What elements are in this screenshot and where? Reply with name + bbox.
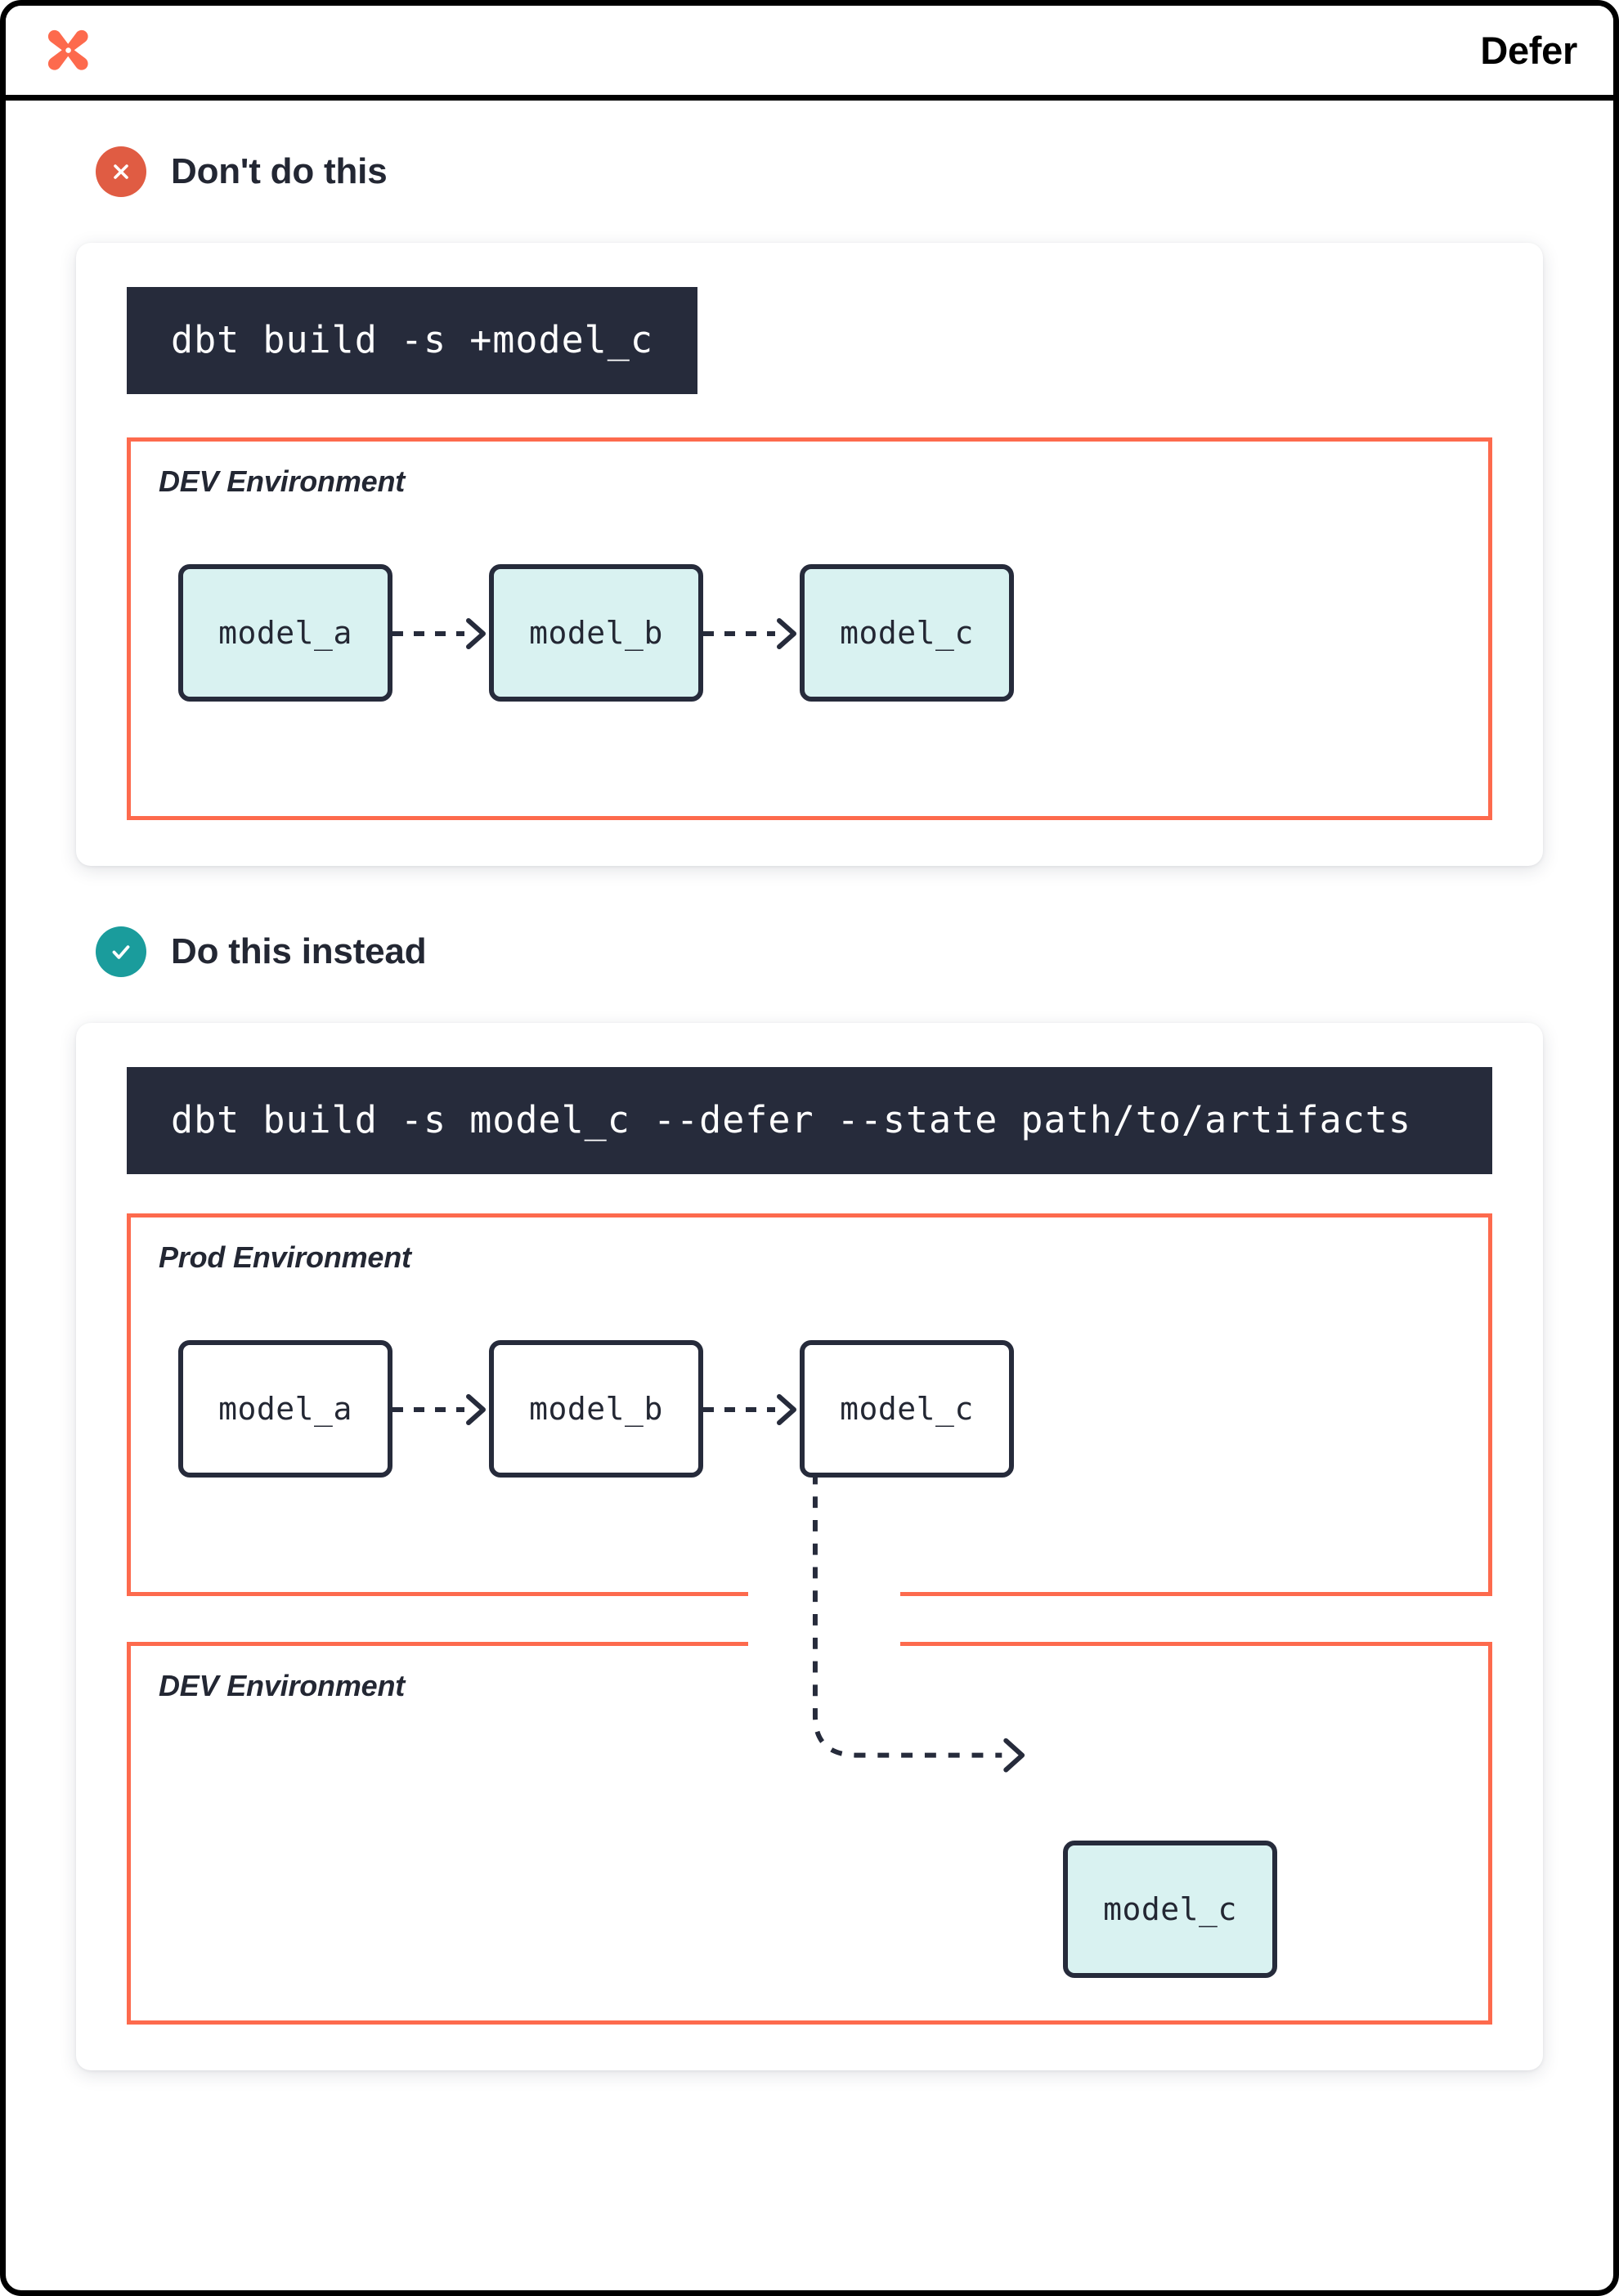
defer-diagram: Prod Environment model_a xyxy=(127,1213,1492,2025)
model-node-label: model_a xyxy=(218,615,352,651)
model-node: model_b xyxy=(489,564,703,702)
environment-box-prod: Prod Environment model_a xyxy=(127,1213,1492,1599)
arrow-model-b-to-model-c xyxy=(703,1393,800,1426)
environment-label: DEV Environment xyxy=(159,464,406,498)
environment-box-dev: DEV Environment model_c xyxy=(127,1639,1492,2025)
section-title: Do this instead xyxy=(171,931,427,971)
arrow-model-b-to-model-c xyxy=(703,617,800,650)
model-node: model_c xyxy=(800,564,1014,702)
page-body: Don't do this dbt build -s +model_c DEV … xyxy=(6,101,1613,2070)
model-node-label: model_b xyxy=(529,615,663,651)
arrow-model-a-to-model-b xyxy=(392,1393,489,1426)
command-code-block: dbt build -s model_c --defer --state pat… xyxy=(127,1067,1492,1174)
environment-label: Prod Environment xyxy=(159,1240,411,1274)
section-title: Don't do this xyxy=(171,151,388,191)
section-header: Do this instead xyxy=(96,926,1543,977)
model-node-label: model_b xyxy=(529,1391,663,1427)
model-node: model_c xyxy=(1063,1841,1277,1978)
model-lineage-row: model_a model_b xyxy=(131,1340,1488,1479)
model-node: model_a xyxy=(178,1340,392,1478)
model-node-label: model_c xyxy=(1103,1891,1237,1927)
model-node: model_c xyxy=(800,1340,1014,1478)
model-node-label: model_a xyxy=(218,1391,352,1427)
model-lineage-row: model_a model_b xyxy=(131,564,1488,703)
section-header: Don't do this xyxy=(96,146,1543,197)
arrow-model-a-to-model-b xyxy=(392,617,489,650)
environment-box-dev: DEV Environment model_a mode xyxy=(127,437,1492,820)
command-code-block: dbt build -s +model_c xyxy=(127,287,697,394)
example-card-good: dbt build -s model_c --defer --state pat… xyxy=(76,1023,1543,2070)
model-node-label: model_c xyxy=(840,1391,974,1427)
model-node: model_a xyxy=(178,564,392,702)
page-title: Defer xyxy=(1480,29,1577,72)
page-header: Defer xyxy=(6,6,1613,101)
check-circle-icon xyxy=(96,926,146,977)
dbt-logo-icon xyxy=(38,20,99,81)
model-node: model_b xyxy=(489,1340,703,1478)
environment-label: DEV Environment xyxy=(159,1669,406,1702)
section-dont-do-this: Don't do this dbt build -s +model_c DEV … xyxy=(76,146,1543,866)
section-do-this-instead: Do this instead dbt build -s model_c --d… xyxy=(76,926,1543,2070)
example-card-bad: dbt build -s +model_c DEV Environment mo… xyxy=(76,243,1543,866)
x-circle-icon xyxy=(96,146,146,197)
model-node-label: model_c xyxy=(840,615,974,651)
